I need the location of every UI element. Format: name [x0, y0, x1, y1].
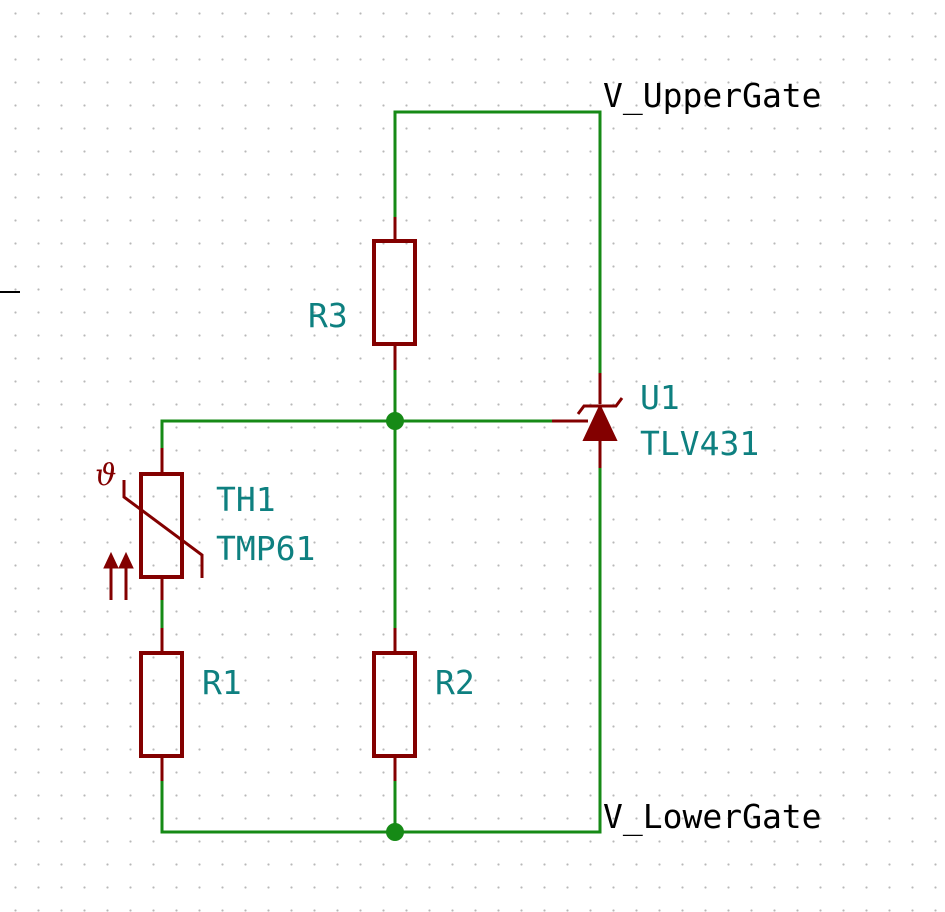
resistor-r1[interactable] [139, 628, 184, 781]
net-label-upper-gate: V_UpperGate [603, 76, 822, 116]
r2-label: R2 [435, 663, 475, 702]
r3-body [372, 239, 417, 346]
junction-dot-mid [386, 412, 404, 430]
u1-ref-label: U1 [640, 378, 680, 417]
junction-dot-bottom [386, 823, 404, 841]
resistor-r2[interactable] [372, 628, 417, 781]
thermistor-th1[interactable]: ϑ [95, 448, 204, 600]
u1-cathode-bar [576, 397, 624, 415]
wire-lower-gate [160, 466, 602, 834]
wire-mid-node [160, 419, 554, 450]
th1-theta-symbol: ϑ [95, 458, 116, 493]
resistor-r3[interactable] [372, 217, 417, 370]
r1-label: R1 [202, 663, 242, 702]
u1-value-label: TLV431 [640, 424, 759, 463]
net-label-lower-gate: V_LowerGate [603, 797, 822, 837]
wire-upper-gate [393, 110, 602, 375]
th1-value-label: TMP61 [216, 529, 315, 568]
u1-diode-triangle [582, 403, 618, 441]
r2-body [372, 651, 417, 758]
r3-label: R3 [308, 296, 348, 335]
th1-temperature-arrows-icon [103, 551, 134, 600]
th1-ref-label: TH1 [216, 480, 276, 519]
regulator-u1[interactable] [552, 373, 624, 468]
th1-variable-slash [122, 480, 204, 578]
wires [160, 110, 602, 834]
r1-body [139, 651, 184, 758]
